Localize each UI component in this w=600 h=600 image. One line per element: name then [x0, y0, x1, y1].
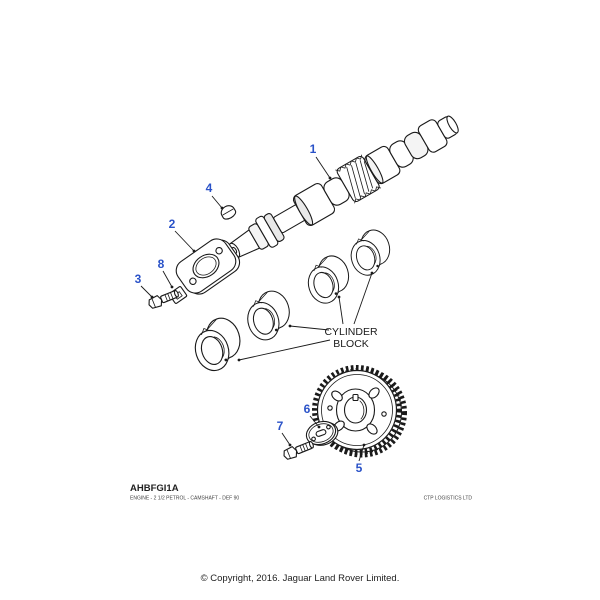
svg-text:BLOCK: BLOCK — [333, 338, 369, 350]
callout-6[interactable]: 6 — [304, 402, 311, 416]
thrust-plate-drawing — [175, 238, 241, 295]
washer-drawing — [305, 420, 339, 446]
bearing-shell-drawing-2 — [240, 286, 297, 345]
callout-7[interactable]: 7 — [277, 419, 284, 433]
bearing-shell-drawing-4 — [344, 225, 397, 280]
callout-2[interactable]: 2 — [169, 217, 176, 231]
bearing-shell-drawing-3 — [301, 251, 356, 308]
figure-title: ENGINE - 2 1/2 PETROL - CAMSHAFT - DEF 9… — [130, 496, 239, 502]
camshaft-drawing — [228, 115, 459, 259]
bearing-shell-drawing-1 — [187, 313, 249, 376]
callout-5[interactable]: 5 — [356, 461, 363, 475]
callout-3[interactable]: 3 — [135, 272, 142, 286]
copyright-text: © Copyright, 2016. Jaguar Land Rover Lim… — [201, 573, 400, 584]
callout-4[interactable]: 4 — [206, 181, 213, 195]
leader-lines — [140, 156, 374, 462]
logistics-label: CTP LOGISTICS LTD — [424, 496, 473, 502]
woodruff-key-drawing — [220, 205, 237, 220]
callout-1[interactable]: 1 — [310, 142, 317, 156]
bolt-drawing-7 — [281, 438, 316, 462]
cylinder-block-label: CYLINDER BLOCK — [324, 326, 378, 350]
figure-code: AHBFGI1A — [130, 483, 179, 494]
callout-8[interactable]: 8 — [158, 257, 165, 271]
svg-text:CYLINDER: CYLINDER — [324, 326, 378, 338]
